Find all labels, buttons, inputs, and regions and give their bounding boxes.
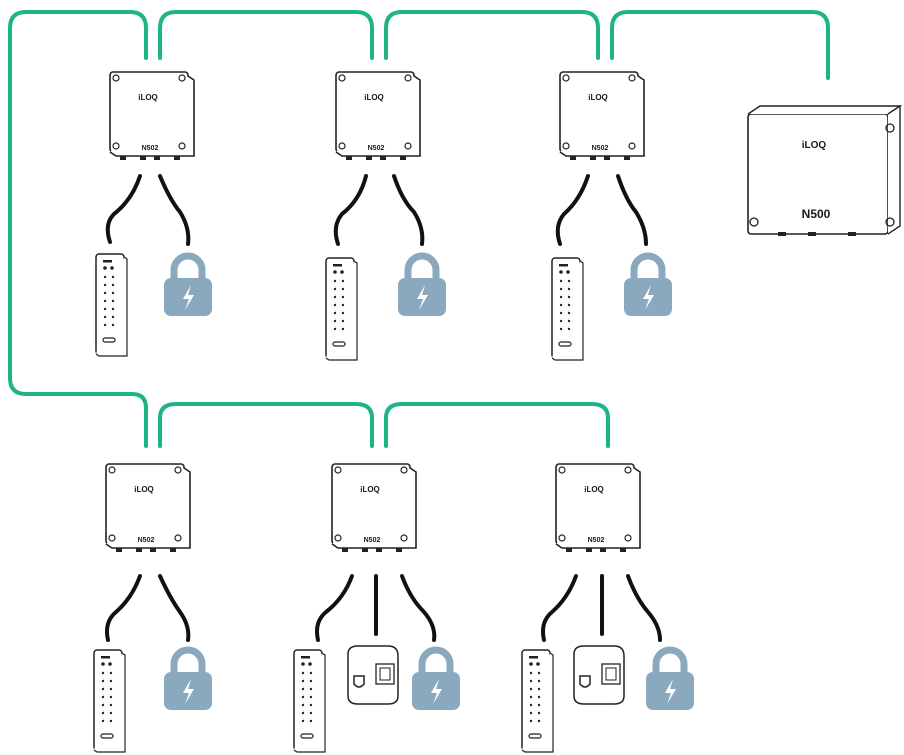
padlock-lightning-icon (624, 256, 672, 316)
node-model-label: N502 (588, 537, 605, 544)
node-brand-logo: iLOQ (134, 485, 154, 494)
door-cylinder-icon (347, 645, 399, 705)
node-box-2: iLOQ N502 (335, 71, 421, 161)
node-box-3: iLOQ N502 (559, 71, 645, 161)
node-brand-logo: iLOQ (588, 93, 608, 102)
node-model-label: N502 (138, 537, 155, 544)
bus-segment-bottom-2 (384, 402, 610, 448)
keypad-reader-icon (521, 649, 554, 753)
node-brand-logo: iLOQ (360, 485, 380, 494)
keypad-reader-icon (325, 257, 358, 361)
padlock-lightning-icon (412, 650, 460, 710)
padlock-lightning-icon (164, 256, 212, 316)
node-brand-logo: iLOQ (138, 93, 158, 102)
padlock-lightning-icon (164, 650, 212, 710)
bus-lines (8, 10, 830, 448)
keypad-reader-icon (95, 253, 128, 357)
controller-n500: iLOQ N500 (747, 104, 903, 236)
node-model-label: N502 (592, 145, 609, 152)
door-cylinder-icon (573, 645, 625, 705)
padlock-lightning-icon (398, 256, 446, 316)
keypad-reader-icon (93, 649, 126, 753)
node-brand-logo: iLOQ (364, 93, 384, 102)
node-model-label: N502 (364, 537, 381, 544)
bus-segment-top-1-down (8, 10, 148, 448)
bus-segment-controller (610, 10, 830, 80)
node-model-label: N502 (368, 145, 385, 152)
node-model-label: N502 (142, 145, 159, 152)
bus-segment-top-3 (384, 10, 600, 60)
controller-model-label: N500 (802, 207, 831, 221)
keypad-reader-icon (293, 649, 326, 753)
keypad-reader-icon (551, 257, 584, 361)
controller-brand-logo: iLOQ (802, 140, 827, 151)
node-box-4: iLOQ N502 (105, 463, 191, 553)
node-box-5: iLOQ N502 (331, 463, 417, 553)
bus-segment-top-2 (158, 10, 374, 60)
node-box-1: iLOQ N502 (109, 71, 195, 161)
padlock-lightning-icon (646, 650, 694, 710)
node-box-6: iLOQ N502 (555, 463, 641, 553)
cables (105, 174, 662, 642)
node-brand-logo: iLOQ (584, 485, 604, 494)
bus-segment-bottom-1 (158, 402, 374, 448)
